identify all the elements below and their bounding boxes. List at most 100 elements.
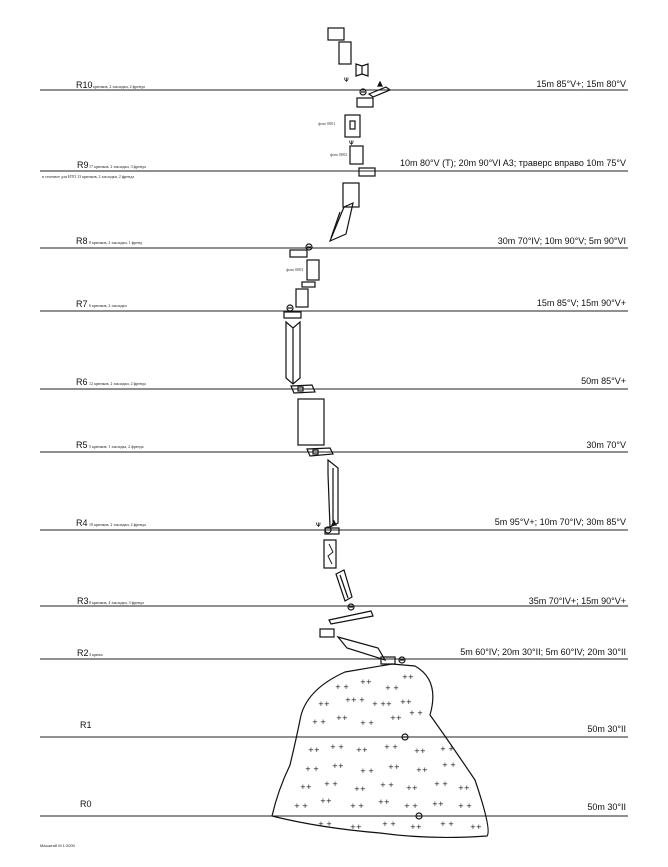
feature-ledge <box>290 384 316 394</box>
pitch-gear-note: 8 крючков, 4 закладки, 3 френда <box>89 600 144 605</box>
svg-text:++: ++ <box>400 698 412 706</box>
belay-marker <box>305 243 313 251</box>
feature-ledge <box>306 447 334 457</box>
feature-block <box>295 288 309 308</box>
pitch-gear-note-alt: в стоечное для НТО 13 крючков, 2 закладк… <box>42 174 135 179</box>
svg-text:+ +: + + <box>434 780 448 788</box>
feature-block <box>356 97 374 108</box>
pitch-grade-r5: 30m 70°V <box>586 440 626 450</box>
feature-block <box>301 281 316 288</box>
svg-text:++: ++ <box>320 797 332 805</box>
snow-slope <box>271 663 489 839</box>
crux-marker <box>331 519 337 526</box>
feature-block <box>323 539 337 569</box>
pitch-label-r1: R1 <box>80 720 92 730</box>
pitch-gear-note: 6 крючков, 2 закладки <box>89 303 127 308</box>
pitch-label-r3: R3 <box>77 596 89 606</box>
photo-annotation: фото 0001 <box>318 121 336 126</box>
belay-marker <box>415 812 423 820</box>
scree-marks: + ++++ +++ ++++ ++ ++++ + ++++ ++++ + ++… <box>294 673 482 831</box>
svg-text:++: ++ <box>350 823 362 831</box>
svg-text:++: ++ <box>470 823 482 831</box>
pitch-grade-r7: 15m 85°V; 15m 90°V+ <box>536 298 626 308</box>
svg-text:+ +: + + <box>382 820 396 828</box>
svg-text:++: ++ <box>410 823 422 831</box>
pitch-gear-note: 12 крючков, 2 закладки, 2 френда <box>89 381 146 386</box>
svg-text:++: ++ <box>458 784 470 792</box>
belay-marker <box>401 733 409 741</box>
anchor-icon: ᴪ <box>349 138 354 147</box>
pitch-gear-note: 5 крючков, 1 закладка, 2 френда <box>89 444 144 449</box>
feature-block <box>380 656 396 665</box>
pitch-gear-note: 10 крючков, 2 закладки, 2 френда <box>89 522 146 527</box>
feature-block <box>344 114 361 138</box>
svg-text:+ +: + + <box>312 718 326 726</box>
photo-annotation: фото 0003 <box>286 267 304 272</box>
svg-text:+ +: + + <box>330 743 344 751</box>
belay-marker <box>398 656 406 664</box>
pitch-grade-r2: 5m 60°IV; 20m 30°II; 5m 60°IV; 20m 30°II <box>460 647 626 657</box>
feature-block <box>283 311 302 319</box>
pitch-gear-note: 17 крючков, 2 закладки, 3 френда <box>89 164 146 169</box>
svg-text:+ +: + + <box>442 761 456 769</box>
photo-annotation: фото 0002 <box>330 152 348 157</box>
feature-block <box>327 27 345 41</box>
feature-ramp <box>335 569 353 602</box>
svg-text:+ +: + + <box>404 802 418 810</box>
svg-text:++: ++ <box>432 800 444 808</box>
pitch-label-r4: R4 <box>76 518 88 528</box>
svg-text:++: ++ <box>416 766 428 774</box>
svg-text:+ +: + + <box>409 709 423 717</box>
feature-block <box>358 167 376 177</box>
svg-text:++: ++ <box>332 762 344 770</box>
svg-text:++: ++ <box>402 673 414 681</box>
belay-marker <box>347 603 355 611</box>
belay-marker <box>324 526 332 534</box>
svg-text:+ +: + + <box>305 765 319 773</box>
svg-text:++: ++ <box>356 746 368 754</box>
svg-text:++: ++ <box>336 714 348 722</box>
pitch-grade-r3: 35m 70°IV+; 15m 90°V+ <box>528 596 626 606</box>
feature-block <box>349 145 364 165</box>
svg-text:++: ++ <box>390 714 402 722</box>
feature-ledge <box>367 86 392 98</box>
pitch-label-r5: R5 <box>76 440 88 450</box>
pitch-label-r6: R6 <box>76 377 88 387</box>
belay-marker <box>359 88 367 96</box>
pitch-label-r0: R0 <box>80 799 92 809</box>
svg-text:++: ++ <box>388 763 400 771</box>
svg-text:+ +: + + <box>360 719 374 727</box>
pitch-grade-r9: 10m 80°V (T); 20m 90°VI A3; траверс впра… <box>399 158 626 168</box>
feature-block <box>319 628 335 638</box>
pitch-grade-r0: 50m 30°II <box>587 802 626 812</box>
pitch-label-r8: R8 <box>76 236 88 246</box>
feature-block <box>338 41 352 65</box>
feature-block <box>306 259 320 281</box>
anchor-icon: ᴪ <box>316 520 321 529</box>
pitch-label-r7: R7 <box>76 299 88 309</box>
svg-text:+ +: + + <box>350 802 364 810</box>
anchor-icon: ᴪ <box>344 75 349 84</box>
pitch-label-r10: R10 <box>76 80 93 90</box>
svg-text:++: ++ <box>414 747 426 755</box>
svg-text:+ +: + + <box>324 780 338 788</box>
svg-text:++: ++ <box>300 783 312 791</box>
feature-chimney <box>328 201 354 243</box>
svg-text:++: ++ <box>318 700 330 708</box>
pitch-label-r2: R2 <box>77 648 89 658</box>
svg-text:++: ++ <box>308 746 320 754</box>
svg-text:++: ++ <box>354 785 366 793</box>
svg-text:+ +: + + <box>440 820 454 828</box>
svg-text:++: ++ <box>406 784 418 792</box>
pitch-grade-r6: 50m 85°V+ <box>581 376 626 386</box>
feature-block <box>342 182 360 208</box>
pitch-grade-r1: 50m 30°II <box>587 724 626 734</box>
belay-marker <box>286 304 294 312</box>
svg-text:+ +: + + <box>458 802 472 810</box>
svg-text:++: ++ <box>378 798 390 806</box>
feature-block <box>289 249 308 258</box>
svg-text:+ +: + + <box>360 767 374 775</box>
pitch-label-r9: R9 <box>77 160 89 170</box>
svg-text:+ +: + + <box>385 684 399 692</box>
